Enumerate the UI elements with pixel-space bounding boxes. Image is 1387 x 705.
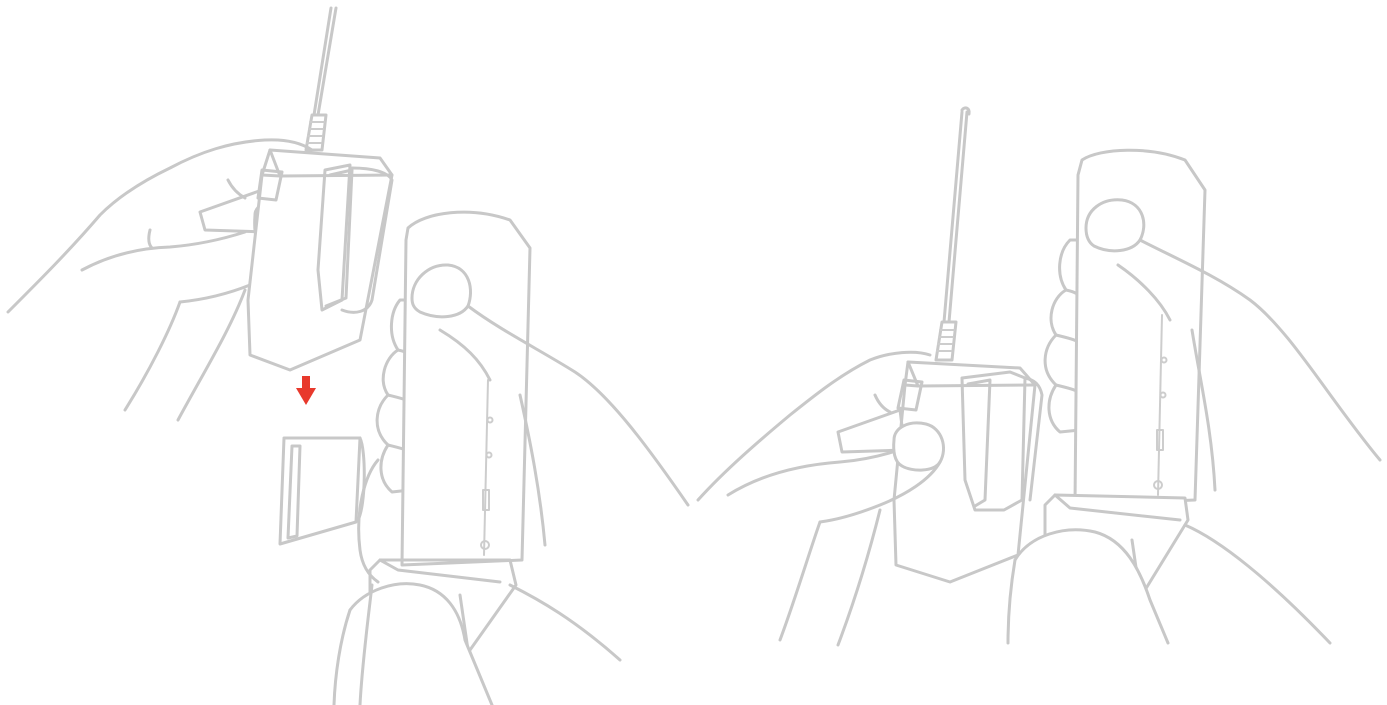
step-2-panel: [698, 108, 1380, 645]
right-hand-holding-receiver-2: [1008, 150, 1380, 643]
belt-clip-holder: [280, 438, 364, 544]
arrow-down-icon: [296, 376, 316, 405]
step-1-panel: [8, 8, 688, 705]
right-hand-holding-receiver: [334, 212, 688, 705]
bodypack-transmitter: [248, 8, 392, 370]
bodypack-transmitter-2: [894, 108, 1042, 582]
